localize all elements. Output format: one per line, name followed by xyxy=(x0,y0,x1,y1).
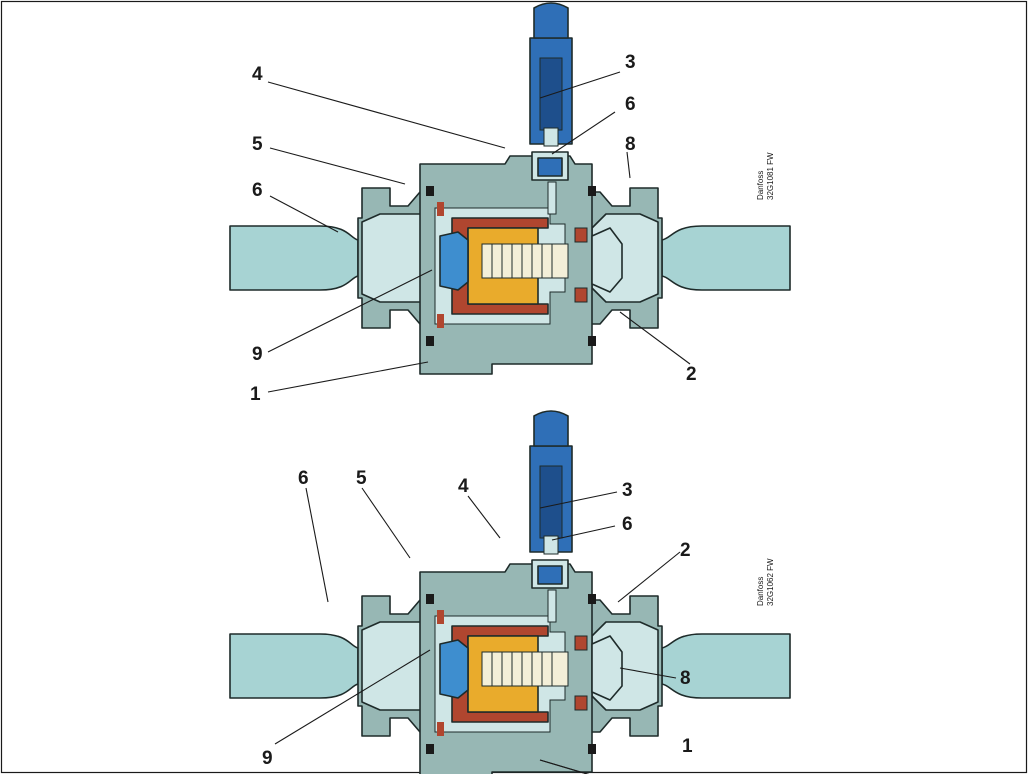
top-callout-2: 2 xyxy=(686,364,697,385)
top-callout-6-left: 6 xyxy=(252,180,263,201)
bottom-callout-4: 4 xyxy=(458,476,469,497)
top-callout-8: 8 xyxy=(625,134,636,155)
top-callout-6-right: 6 xyxy=(625,94,636,115)
bottom-callout-9: 9 xyxy=(262,748,273,769)
bottom-drawing-stamp: Danfoss 32G1062 FW xyxy=(756,558,775,606)
top-callout-3: 3 xyxy=(625,52,636,73)
top-callout-9: 9 xyxy=(252,344,263,365)
top-valve-drawing xyxy=(229,2,791,375)
top-leader-lines xyxy=(267,71,691,393)
top-callout-5: 5 xyxy=(252,134,263,155)
bottom-callout-6-left: 6 xyxy=(298,468,309,489)
bottom-callout-1: 1 xyxy=(682,736,693,757)
bottom-callout-6-right: 6 xyxy=(622,514,633,535)
bottom-valve-drawing xyxy=(229,410,791,774)
top-callout-4: 4 xyxy=(252,64,263,85)
bottom-valve-view: 6 5 4 3 6 2 8 9 1 Danfoss 32G1062 FW xyxy=(229,410,791,774)
bottom-callout-2: 2 xyxy=(680,540,691,561)
bottom-stamp-brand: Danfoss xyxy=(756,577,765,606)
top-stamp-brand: Danfoss xyxy=(756,171,765,200)
bottom-stamp-code: 32G1062 FW xyxy=(766,558,775,606)
top-valve-view: 4 3 6 5 8 6 9 2 1 Danfoss 32G1081 FW xyxy=(229,2,791,405)
top-drawing-stamp: Danfoss 32G1081 FW xyxy=(756,152,775,200)
top-stamp-code: 32G1081 FW xyxy=(766,152,775,200)
bottom-leader-lines xyxy=(274,487,681,774)
top-callout-1: 1 xyxy=(250,384,261,405)
bottom-callout-3: 3 xyxy=(622,480,633,501)
bottom-callout-8: 8 xyxy=(680,668,691,689)
bottom-callout-5: 5 xyxy=(356,468,367,489)
